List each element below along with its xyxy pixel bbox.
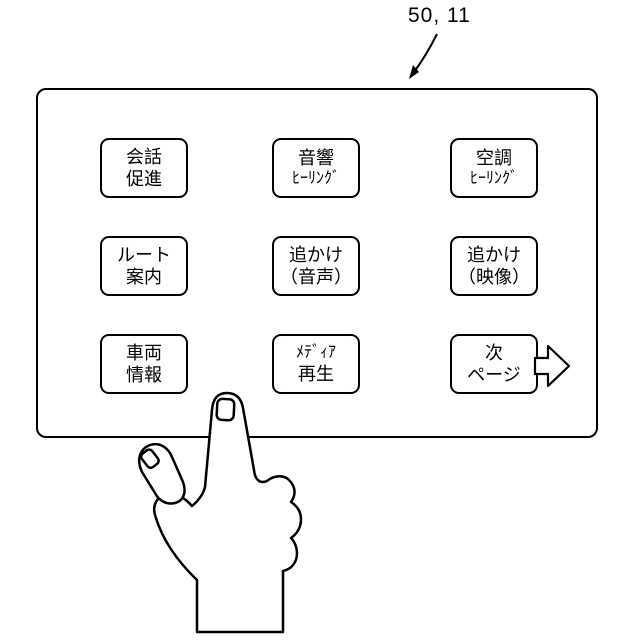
button-label-line1: 会話 (126, 146, 162, 167)
button-label-line1: 追かけ (289, 244, 343, 265)
button-label-line1: ﾒﾃﾞｨｱ (295, 343, 336, 361)
button-chase-video[interactable]: 追かけ （映像） (450, 236, 538, 296)
button-aircon-healing[interactable]: 空調 ﾋｰﾘﾝｸﾞ (450, 138, 538, 198)
button-label-line2: 情報 (126, 365, 162, 385)
button-route-guidance[interactable]: ルート 案内 (100, 236, 188, 296)
thumb-nail (139, 448, 160, 470)
button-sound-healing[interactable]: 音響 ﾋｰﾘﾝｸﾞ (272, 138, 360, 198)
button-next-page[interactable]: 次 ページ (450, 334, 538, 394)
button-label-line1: 車両 (126, 342, 162, 363)
button-conversation-promotion[interactable]: 会話 促進 (100, 138, 188, 198)
figure-reference-label: 50, 11 (408, 4, 471, 27)
touch-panel: 会話 促進 音響 ﾋｰﾘﾝｸﾞ 空調 ﾋｰﾘﾝｸﾞ ルート 案内 追かけ （音声… (36, 88, 598, 438)
button-label-line2: 案内 (126, 267, 162, 287)
button-label-line1: 追かけ (467, 244, 521, 265)
button-label-line2: ページ (467, 365, 521, 385)
button-label-line2: （音声） (280, 267, 352, 287)
reference-leader-arrow (409, 33, 438, 79)
button-label-line1: 音響 (298, 147, 334, 168)
button-label-line2: ﾋｰﾘﾝｸﾞ (469, 170, 518, 188)
button-media-playback[interactable]: ﾒﾃﾞｨｱ 再生 (272, 334, 360, 394)
button-chase-audio[interactable]: 追かけ （音声） (272, 236, 360, 296)
button-label-line1: ルート (117, 244, 171, 265)
button-label-line2: 促進 (126, 169, 162, 189)
button-label-line2: （映像） (458, 267, 530, 287)
button-vehicle-info[interactable]: 車両 情報 (100, 334, 188, 394)
button-label-line2: 再生 (298, 363, 334, 384)
button-label-line1: 次 (485, 342, 503, 363)
button-label-line1: 空調 (476, 147, 512, 168)
button-label-line2: ﾋｰﾘﾝｸﾞ (291, 170, 340, 188)
